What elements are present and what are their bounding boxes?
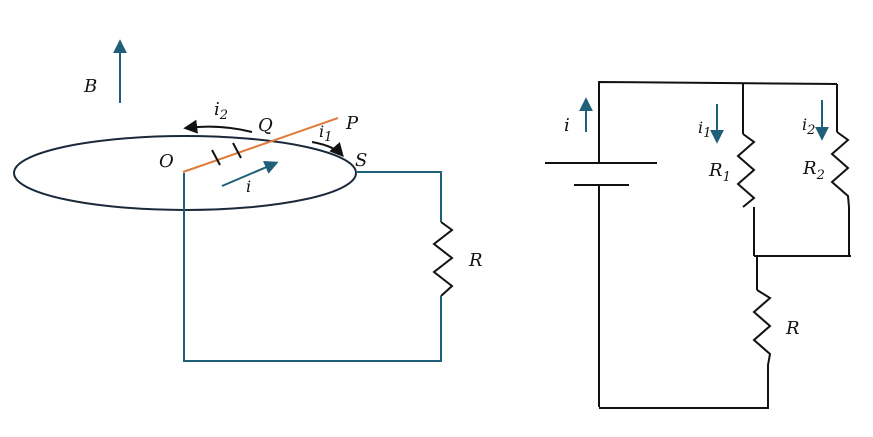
resistor-r1-zigzag: [736, 133, 756, 208]
resistor-r-series-label: R: [785, 318, 800, 339]
resistor-r2-label: R2: [802, 158, 825, 183]
magnetic-field-label: B: [83, 76, 97, 97]
point-q-label: Q: [258, 115, 273, 136]
external-circuit-wire: [356, 171, 442, 222]
external-circuit-return-wire: [183, 173, 442, 362]
resistor-r-label: R: [468, 250, 483, 271]
current-i1-arrow: [311, 141, 344, 158]
bottom-return-wire: [599, 365, 769, 409]
branch1-current-label: i1: [698, 118, 711, 141]
resistor-r1-label: R1: [708, 160, 731, 185]
rotating-rod: [182, 117, 339, 173]
current-i-arrow: [221, 160, 279, 187]
current-i1-label: i1: [319, 122, 332, 145]
rod-tick-2: [232, 142, 242, 159]
resistor-r-series-zigzag: [752, 289, 772, 366]
resistor-r2-zigzag: [830, 131, 850, 208]
current-i2-arrow: [183, 119, 253, 134]
left-diagram: B i i2 i1 Q P O S R: [13, 39, 483, 362]
point-s-label: S: [355, 150, 367, 171]
top-wire: [598, 80, 838, 163]
battery-current-label: i: [564, 115, 570, 136]
point-o-label: O: [159, 151, 174, 172]
current-i2-label: i2: [214, 99, 228, 123]
current-i-label: i: [246, 177, 251, 196]
right-diagram: i i1 R1 i2 R2 R: [545, 80, 851, 409]
rod-tick-1: [211, 149, 221, 166]
point-p-label: P: [345, 113, 359, 134]
branch2-current-label: i2: [802, 115, 815, 138]
resistor-r-zigzag: [432, 221, 454, 297]
